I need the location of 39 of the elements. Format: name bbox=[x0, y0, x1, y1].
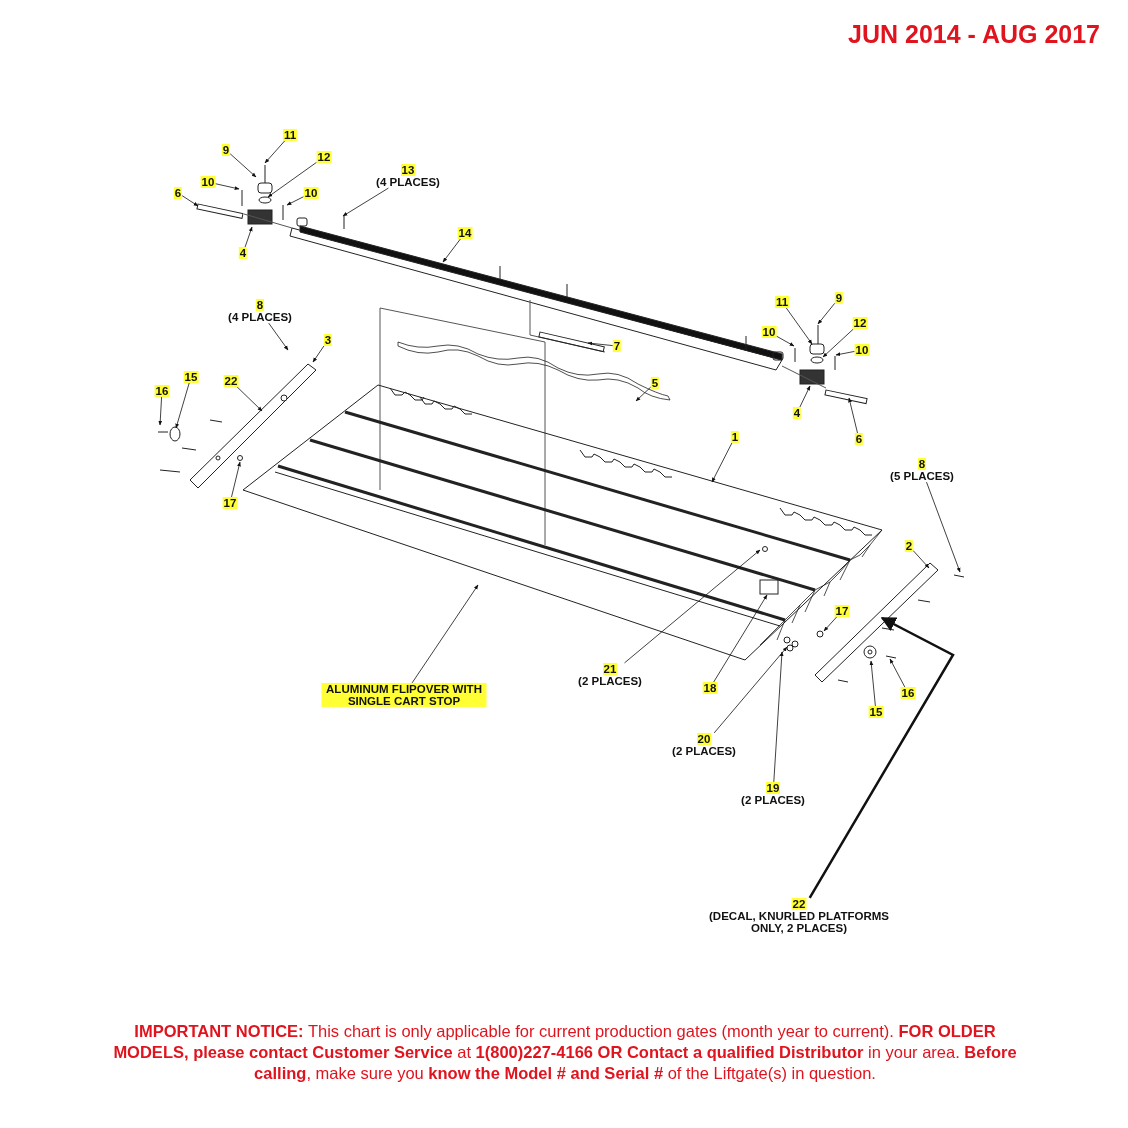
callout-label: 4 bbox=[792, 406, 802, 420]
callout-label: 17 bbox=[834, 604, 850, 618]
callout-label: 16 bbox=[900, 686, 916, 700]
callout-label: 10 bbox=[854, 343, 870, 357]
callout-label: 10 bbox=[303, 186, 319, 200]
callout-label: 10 bbox=[761, 325, 777, 339]
callout-label: 15 bbox=[183, 370, 199, 384]
callout-label: 5 bbox=[650, 376, 660, 390]
callout-label: 20 (2 PLACES) bbox=[672, 732, 736, 758]
callout-label: 17 bbox=[222, 496, 238, 510]
callout-label: 18 bbox=[702, 681, 718, 695]
callout-label: 21 (2 PLACES) bbox=[578, 662, 642, 688]
date-range-title: JUN 2014 - AUG 2017 bbox=[848, 20, 1100, 49]
callout-label: 9 bbox=[834, 291, 844, 305]
callout-label: 13 (4 PLACES) bbox=[376, 163, 440, 189]
callout-label: 7 bbox=[612, 339, 622, 353]
arrow bbox=[808, 616, 955, 899]
callout-label: 10 bbox=[200, 175, 216, 189]
important-notice: IMPORTANT NOTICE: This chart is only applicable for current production gates (month year to current). FOR OLDER MODELS, please contact Customer Service at 1(800)227-4166 OR Contact a qualified Distributor in your area. Before calling, make sure you know the Model # and Serial # of the Liftgate(s) in question. bbox=[112, 1021, 1018, 1084]
callout-label: 22 bbox=[223, 374, 239, 388]
callout-label: ALUMINUM FLIPOVER WITH SINGLE CART STOP bbox=[321, 682, 487, 708]
callout-label: 15 bbox=[868, 705, 884, 719]
callout-label: 14 bbox=[457, 226, 473, 240]
callout-label: 1 bbox=[730, 430, 740, 444]
callout-label: 6 bbox=[173, 186, 183, 200]
callout-label: 22 (DECAL, KNURLED PLATFORMS ONLY, 2 PLACES) bbox=[706, 897, 892, 935]
callout-label: 16 bbox=[154, 384, 170, 398]
callout-label: 2 bbox=[904, 539, 914, 553]
callout-label: 12 bbox=[852, 316, 868, 330]
callout-label: 19 (2 PLACES) bbox=[741, 781, 805, 807]
callout-label: 8 (4 PLACES) bbox=[228, 298, 292, 324]
callout-label: 4 bbox=[238, 246, 248, 260]
callout-label: 3 bbox=[323, 333, 333, 347]
callout-label: 8 (5 PLACES) bbox=[890, 457, 954, 483]
callout-label: 11 bbox=[282, 128, 298, 142]
callout-label: 12 bbox=[316, 150, 332, 164]
callout-label: 9 bbox=[221, 143, 231, 157]
callout-label: 11 bbox=[774, 295, 790, 309]
callout-label: 6 bbox=[854, 432, 864, 446]
